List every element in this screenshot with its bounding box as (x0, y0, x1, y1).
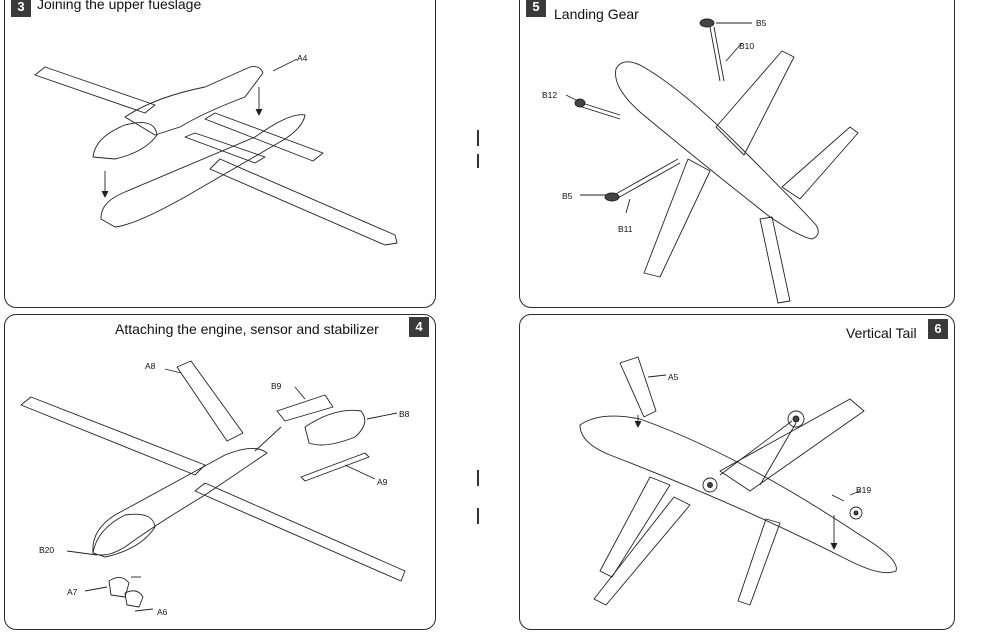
tail-wheel (849, 506, 863, 520)
part-label-b8: B8 (399, 409, 410, 419)
fuselage (92, 448, 268, 556)
stabilizer-a8 (176, 360, 244, 442)
step-title: Attaching the engine, sensor and stabili… (115, 321, 379, 337)
stabilizer-a9 (300, 452, 370, 482)
right-stabilizer (781, 126, 859, 200)
right-wing (715, 50, 795, 156)
left-wing (599, 476, 671, 578)
step-title: Joining the upper fueslage (37, 0, 202, 12)
part-label-b10: B10 (739, 41, 755, 51)
nose-gear-strut (581, 102, 621, 116)
upper-fuselage-part (124, 66, 264, 136)
left-wing (20, 396, 206, 476)
part-label-a9: A9 (377, 477, 388, 487)
fuselage-underside (615, 61, 819, 240)
lower-fuselage (100, 114, 306, 228)
lower-right-wing (184, 132, 266, 164)
lower-left-wing (209, 158, 398, 246)
engine-b8 (304, 409, 366, 446)
step-5-panel: 5 Landing Gear B5 B10 B12 B (519, 0, 955, 308)
main-wheel (787, 410, 805, 428)
step-title: Landing Gear (554, 6, 639, 22)
lower-left-wing (593, 496, 691, 606)
main-gear-strut (709, 26, 721, 82)
part-label-a7: A7 (67, 587, 78, 597)
binding-mark (477, 470, 479, 486)
right-wing (719, 398, 865, 492)
step-4-panel: Attaching the engine, sensor and stabili… (4, 314, 436, 630)
step-3-panel: 3 Joining the upper fueslage A4 (4, 0, 436, 308)
landing-gear-illustration (565, 18, 859, 304)
part-label-b19: B19 (856, 485, 872, 495)
binding-mark (477, 508, 479, 524)
part-label-a8: A8 (145, 361, 156, 371)
fuselage (579, 415, 897, 574)
part-label-a5: A5 (668, 372, 679, 382)
part-label-b20: B20 (39, 545, 55, 555)
step-number-badge: 4 (409, 317, 429, 337)
part-label-a6: A6 (157, 607, 168, 617)
part-label-b5-top: B5 (756, 18, 767, 28)
vertical-tail-illustration (579, 356, 897, 606)
part-label-b11: B11 (618, 224, 633, 234)
sensor-a6 (124, 590, 144, 608)
rear-gear-strut (613, 158, 679, 196)
vertical-tail-a5 (619, 356, 657, 418)
step-6-panel: Vertical Tail 6 A5 B19 (519, 314, 955, 630)
upper-right-wing (204, 112, 324, 162)
engine-cover-b9 (276, 394, 334, 422)
part-label-a4: A4 (297, 53, 308, 63)
upper-fuselage-illustration (34, 58, 398, 246)
step-number-badge: 5 (526, 0, 546, 17)
binding-mark (477, 154, 479, 168)
part-label-b12: B12 (542, 90, 558, 100)
left-stabilizer (759, 216, 791, 304)
left-wing (643, 158, 711, 278)
nose-wheel (702, 477, 718, 493)
step-number-badge: 3 (11, 0, 31, 17)
step-title: Vertical Tail (846, 325, 917, 341)
tail-stabilizer (737, 518, 781, 606)
right-wing (194, 482, 406, 582)
upper-left-wing (34, 66, 156, 114)
upper-nose (92, 122, 158, 160)
engine-sensor-illustration (20, 360, 406, 612)
part-label-b5-bottom: B5 (562, 191, 573, 201)
part-label-b9: B9 (271, 381, 282, 391)
binding-mark (477, 130, 479, 146)
sensor-a7 (108, 577, 130, 598)
step-number-badge: 6 (928, 319, 948, 339)
nose-dome (92, 513, 156, 558)
